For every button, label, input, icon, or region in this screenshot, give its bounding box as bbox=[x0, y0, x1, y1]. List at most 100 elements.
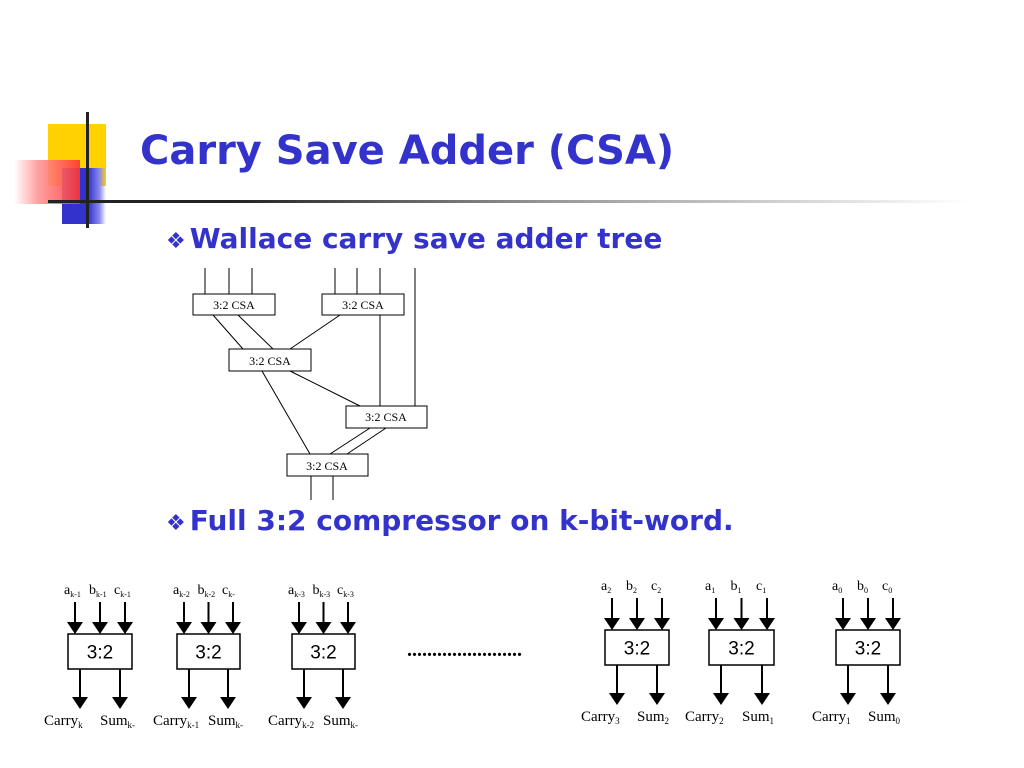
ellipsis-dots: ....................... bbox=[407, 639, 522, 661]
input-arrow-arrowhead bbox=[176, 622, 192, 634]
connection-line bbox=[237, 314, 274, 350]
input-arrow-arrowhead bbox=[340, 622, 356, 634]
carry-label: Carry2 bbox=[685, 709, 724, 726]
input-label: c0 bbox=[882, 579, 892, 595]
sum-arrow-arrowhead bbox=[754, 693, 770, 705]
diamond-bullet-icon: ❖ bbox=[166, 229, 186, 254]
compressor-box bbox=[67, 633, 133, 670]
carry-arrow-arrowhead bbox=[296, 697, 312, 709]
diamond-bullet-icon: ❖ bbox=[166, 511, 186, 536]
csa-box bbox=[192, 293, 276, 316]
csa-box bbox=[321, 293, 405, 316]
sum-arrow-arrowhead bbox=[112, 697, 128, 709]
compressor-box bbox=[604, 629, 670, 666]
title-underline bbox=[48, 200, 968, 203]
input-label: c1 bbox=[756, 579, 766, 595]
carry-label: Carryk-1 bbox=[153, 713, 199, 730]
input-label: ak-1 bbox=[64, 583, 81, 599]
sum-arrow-arrowhead bbox=[220, 697, 236, 709]
decor-vertical-line bbox=[86, 112, 89, 228]
input-label: ck- bbox=[222, 583, 235, 599]
carry-label: Carryk bbox=[44, 713, 83, 730]
input-label: a0 bbox=[832, 579, 842, 595]
connection-line bbox=[289, 370, 361, 407]
bullet-compressor: ❖Full 3:2 compressor on k-bit-word. bbox=[166, 504, 734, 537]
carry-arrow-arrowhead bbox=[72, 697, 88, 709]
input-label: c2 bbox=[651, 579, 661, 595]
connection-line bbox=[261, 370, 311, 455]
input-arrow-arrowhead bbox=[200, 622, 217, 634]
input-arrow-arrowhead bbox=[860, 618, 876, 630]
input-label: a1 bbox=[705, 579, 715, 595]
input-label: b2 bbox=[626, 579, 637, 595]
input-label: ck-1 bbox=[114, 583, 131, 599]
input-arrow-arrowhead bbox=[92, 622, 108, 634]
connection-line bbox=[212, 314, 244, 350]
input-label: ak-2 bbox=[173, 583, 190, 599]
input-label: bk-2 bbox=[198, 583, 216, 599]
decor-red-square bbox=[14, 160, 80, 204]
csa-box bbox=[286, 453, 369, 477]
csa-box-label: 3:2 CSA bbox=[213, 298, 255, 312]
compressor-box-label: 3:2 bbox=[87, 643, 113, 664]
connection-line bbox=[289, 314, 341, 350]
carry-label: Carry1 bbox=[812, 709, 851, 726]
compressor-box bbox=[176, 633, 241, 670]
compressor-box-label: 3:2 bbox=[855, 639, 881, 660]
csa-box-label: 3:2 CSA bbox=[249, 354, 291, 368]
input-arrow-arrowhead bbox=[604, 618, 620, 630]
csa-box-label: 3:2 CSA bbox=[365, 410, 407, 424]
carry-label: Carryk-2 bbox=[268, 713, 314, 730]
input-arrow-arrowhead bbox=[225, 622, 241, 634]
bullet-text: Full 3:2 compressor on k-bit-word. bbox=[189, 504, 734, 537]
connection-line bbox=[329, 427, 371, 455]
sum-label: Sumk- bbox=[208, 713, 243, 730]
csa-box bbox=[345, 405, 428, 429]
input-arrow-arrowhead bbox=[733, 618, 750, 630]
input-arrow-arrowhead bbox=[315, 622, 332, 634]
carry-arrow-arrowhead bbox=[840, 693, 856, 705]
input-label: bk-3 bbox=[313, 583, 331, 599]
input-label: ck-3 bbox=[337, 583, 354, 599]
sum-label: Sum2 bbox=[637, 709, 669, 726]
compressor-box-label: 3:2 bbox=[624, 639, 650, 660]
sum-label: Sum0 bbox=[868, 709, 901, 726]
input-arrow-arrowhead bbox=[629, 618, 645, 630]
input-arrow-arrowhead bbox=[835, 618, 851, 630]
compressor-box bbox=[291, 633, 356, 670]
input-label: b0 bbox=[857, 579, 868, 595]
compressor-box-label: 3:2 bbox=[728, 639, 754, 660]
input-arrow-arrowhead bbox=[654, 618, 670, 630]
carry-arrow-arrowhead bbox=[609, 693, 625, 705]
compressor-box bbox=[708, 629, 775, 666]
compressor-box-label: 3:2 bbox=[310, 643, 336, 664]
input-arrow-arrowhead bbox=[291, 622, 307, 634]
carry-arrow-arrowhead bbox=[181, 697, 197, 709]
sum-label: Sumk- bbox=[100, 713, 135, 730]
bullet-wallace: ❖Wallace carry save adder tree bbox=[166, 222, 662, 255]
compressor-box-label: 3:2 bbox=[195, 643, 221, 664]
input-label: ak-3 bbox=[288, 583, 305, 599]
connection-line bbox=[346, 427, 387, 455]
input-label: b1 bbox=[731, 579, 742, 595]
input-arrow-arrowhead bbox=[117, 622, 133, 634]
input-arrow-arrowhead bbox=[885, 618, 901, 630]
input-label: bk-1 bbox=[89, 583, 107, 599]
input-label: a2 bbox=[601, 579, 611, 595]
csa-box bbox=[228, 348, 312, 372]
carry-label: Carry3 bbox=[581, 709, 620, 726]
csa-box-label: 3:2 CSA bbox=[306, 459, 348, 473]
sum-arrow-arrowhead bbox=[335, 697, 351, 709]
sum-label: Sumk- bbox=[323, 713, 358, 730]
carry-arrow-arrowhead bbox=[713, 693, 729, 705]
input-arrow-arrowhead bbox=[708, 618, 724, 630]
sum-label: Sum1 bbox=[742, 709, 774, 726]
csa-box-label: 3:2 CSA bbox=[342, 298, 384, 312]
input-arrow-arrowhead bbox=[759, 618, 775, 630]
compressor-box bbox=[835, 629, 901, 666]
sum-arrow-arrowhead bbox=[880, 693, 896, 705]
sum-arrow-arrowhead bbox=[649, 693, 665, 705]
slide-title: Carry Save Adder (CSA) bbox=[140, 128, 675, 174]
